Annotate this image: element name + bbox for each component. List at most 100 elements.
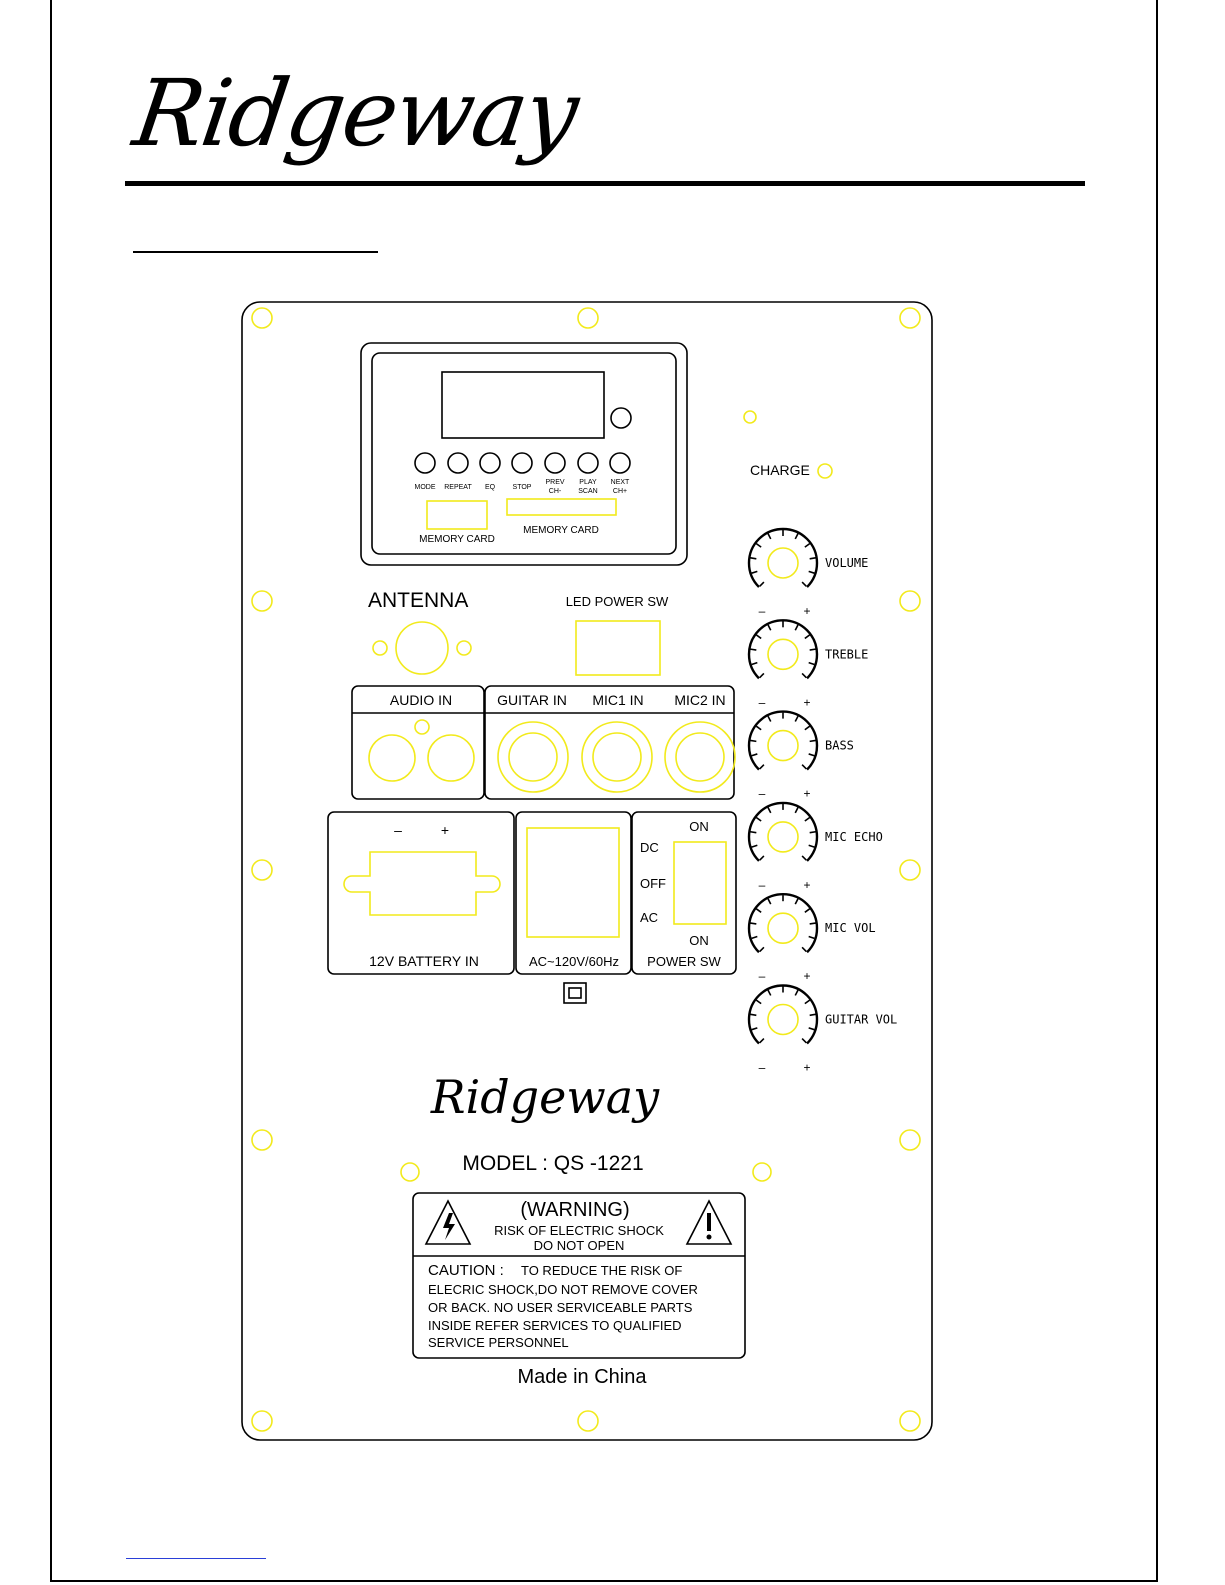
knob-plus-label: + xyxy=(803,695,810,709)
caution-line1: TO REDUCE THE RISK OF xyxy=(521,1263,682,1278)
power-sw-off: OFF xyxy=(640,876,666,891)
ac-label: AC~120V/60Hz xyxy=(529,954,619,969)
knob-tick xyxy=(801,581,807,587)
knob-tick xyxy=(755,634,762,640)
mic2-in-jack[interactable] xyxy=(664,721,736,793)
knob-tick xyxy=(767,898,772,905)
knob-treble[interactable] xyxy=(747,619,819,680)
knob-tick xyxy=(751,1027,758,1031)
mp3-button-eq[interactable] xyxy=(479,452,501,474)
knob-tick xyxy=(755,999,762,1005)
fuse-holder-inner xyxy=(568,987,582,999)
power-sw-on-top: ON xyxy=(689,819,709,834)
knob-tick xyxy=(808,570,815,574)
mp3-button-mode[interactable] xyxy=(414,452,436,474)
knob-tick xyxy=(751,570,758,574)
knob-column: VOLUME–+TREBLE–+BASS–+MIC ECHO–+MIC VOL–… xyxy=(747,527,897,1075)
knob-tick xyxy=(808,753,815,757)
knob-label: TREBLE xyxy=(825,647,868,661)
screw-hole xyxy=(899,1410,921,1432)
knob-tick xyxy=(750,1013,757,1017)
knob-minus-label: – xyxy=(759,695,766,709)
knob-cap xyxy=(767,638,799,671)
lcd-display xyxy=(441,371,605,439)
screw-hole xyxy=(577,1410,599,1432)
screw-hole xyxy=(577,307,599,329)
screw-hole xyxy=(752,1162,772,1182)
mp3-button-play[interactable] xyxy=(577,452,599,474)
knob-tick xyxy=(794,898,799,905)
power-sw-on-bottom: ON xyxy=(689,933,709,948)
mp3-button-prev[interactable] xyxy=(544,452,566,474)
audio-in-jack-right[interactable] xyxy=(427,734,475,782)
knob-minus-label: – xyxy=(759,787,766,801)
knob-tick xyxy=(767,807,772,814)
warning-line2: DO NOT OPEN xyxy=(534,1238,625,1253)
knob-tick xyxy=(801,1038,807,1044)
knob-volume[interactable] xyxy=(747,527,819,588)
knob-tick xyxy=(809,922,816,925)
knob-mic-vol[interactable] xyxy=(747,893,819,954)
screw-hole xyxy=(251,590,273,612)
power-sw-dc: DC xyxy=(640,840,659,855)
screw-hole xyxy=(251,859,273,881)
battery-connector[interactable] xyxy=(343,851,501,916)
led-power-switch[interactable] xyxy=(575,620,661,676)
knob-tick xyxy=(808,1027,815,1031)
mic1-in-jack[interactable] xyxy=(581,721,653,793)
model-label: MODEL : QS -1221 xyxy=(462,1152,643,1175)
mp3-button-stop[interactable] xyxy=(511,452,533,474)
battery-block xyxy=(327,811,515,975)
knob-mic-echo[interactable] xyxy=(747,801,819,862)
screw-hole xyxy=(899,590,921,612)
knob-minus-label: – xyxy=(759,969,766,983)
mp3-button-sublabel: CH- xyxy=(549,488,562,495)
knob-tick xyxy=(801,855,807,861)
knob-tick xyxy=(759,581,765,587)
knob-tick xyxy=(808,844,815,848)
knob-tick xyxy=(759,855,765,861)
knob-label: VOLUME xyxy=(825,556,868,570)
audio-in-indicator xyxy=(414,719,430,735)
knob-minus-label: – xyxy=(759,878,766,892)
knob-label: MIC ECHO xyxy=(825,830,883,844)
knob-guitar-vol[interactable] xyxy=(747,984,819,1045)
battery-minus-label: – xyxy=(394,822,402,838)
knob-tick xyxy=(804,999,811,1005)
caution-line3: OR BACK. NO USER SERVICEABLE PARTS xyxy=(428,1300,693,1315)
knob-label: BASS xyxy=(825,739,854,753)
mp3-button-next[interactable] xyxy=(609,452,631,474)
footer-link-underline xyxy=(126,1558,266,1559)
knob-tick xyxy=(759,946,765,953)
knob-minus-label: – xyxy=(759,1061,766,1075)
ac-socket[interactable] xyxy=(526,827,620,938)
mp3-module-inner xyxy=(371,352,677,555)
mp3-button-sublabel: CH+ xyxy=(613,488,627,495)
knob-minus-label: – xyxy=(759,604,766,618)
knob-tick xyxy=(755,908,762,913)
knob-tick xyxy=(809,648,816,651)
knob-scale-arc xyxy=(747,710,819,771)
knob-label: GUITAR VOL xyxy=(825,1013,897,1027)
knob-cap xyxy=(767,912,799,945)
knob-tick xyxy=(750,830,757,834)
knob-tick xyxy=(809,557,816,560)
power-switch[interactable] xyxy=(673,841,727,925)
knob-tick xyxy=(751,661,758,666)
knob-tick xyxy=(809,1013,816,1017)
knob-tick xyxy=(808,661,815,666)
power-sw-block xyxy=(631,811,737,975)
knob-bass[interactable] xyxy=(747,710,819,771)
memory-card-slot-right xyxy=(506,498,617,516)
header-rule xyxy=(125,181,1085,186)
audio-in-label: AUDIO IN xyxy=(390,692,452,708)
antenna-screw-left xyxy=(372,640,388,656)
inputs-block xyxy=(484,685,735,800)
antenna-jack[interactable] xyxy=(395,621,449,675)
mp3-button-label: STOP xyxy=(513,484,532,491)
fuse-holder xyxy=(563,982,587,1004)
audio-in-jack-left[interactable] xyxy=(368,734,416,782)
knob-tick xyxy=(755,542,762,548)
guitar-in-jack[interactable] xyxy=(497,721,569,793)
mp3-button-repeat[interactable] xyxy=(447,452,469,474)
